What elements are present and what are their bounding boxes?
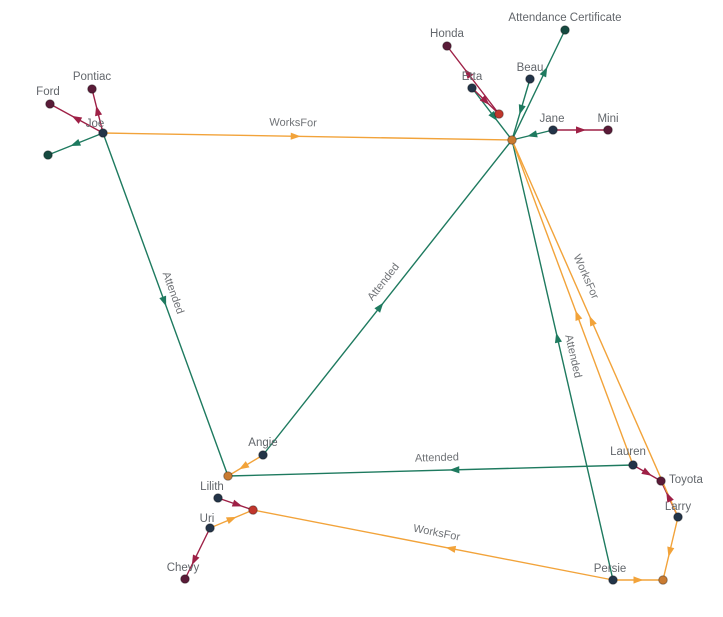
node-label-att_cert: Attendance Certificate (508, 12, 621, 24)
arrowhead-etta-car_top (479, 95, 490, 105)
arrowhead-angie-company_left (239, 461, 250, 470)
node-company_top[interactable] (507, 135, 517, 145)
arrowhead-joe-company_left (159, 295, 167, 307)
node-ford[interactable] (45, 99, 55, 109)
arrowhead-lauren-toyota (641, 467, 652, 476)
node-jane[interactable] (548, 125, 558, 135)
node-joe_cert[interactable] (43, 150, 53, 160)
edge-label-lauren-company_left: Attended (415, 451, 459, 464)
arrowhead-joe-joe_cert (70, 138, 82, 147)
arrowhead-beau-company_top (518, 104, 526, 115)
node-honda[interactable] (442, 41, 452, 51)
node-larry[interactable] (673, 512, 683, 522)
edge-company_top-att_cert (511, 29, 566, 141)
arrowhead-lauren-company_top (575, 310, 583, 321)
arrowhead-persie-car_bottom (445, 545, 457, 553)
node-label-ford: Ford (36, 86, 60, 98)
arrowhead-etta-company_top (488, 110, 498, 121)
arrowhead-larry-company_top (589, 315, 597, 327)
node-car_bottom[interactable] (248, 505, 258, 515)
node-label-chevy: Chevy (167, 562, 200, 574)
node-pontiac[interactable] (87, 84, 97, 94)
edge-label-angie-company_top: Attended (365, 261, 402, 303)
edge-label-larry-company_top: WorksFor (571, 253, 601, 302)
edge-persie-company_top (511, 139, 614, 581)
arrowhead-jane-company_top (527, 130, 538, 138)
edge-joe-company_top (102, 132, 513, 141)
node-layer (43, 25, 683, 585)
node-label-honda: Honda (430, 28, 464, 40)
arrowhead-persie-company_top (554, 332, 562, 344)
node-lilith[interactable] (213, 493, 223, 503)
node-company_left[interactable] (223, 471, 233, 481)
edge-larry-company_top (511, 139, 679, 518)
node-company_right[interactable] (658, 575, 668, 585)
edge-angie-company_top (262, 139, 513, 456)
arrowhead-uri-car_bottom (225, 516, 237, 525)
node-label-etta: Etta (462, 71, 483, 83)
arrowhead-layer (70, 66, 675, 584)
arrowhead-joe-company_top (290, 132, 301, 140)
node-label-toyota: Toyota (669, 474, 703, 486)
node-label-beau: Beau (517, 62, 544, 74)
edge-persie-car_bottom (252, 509, 614, 581)
node-att_cert[interactable] (560, 25, 570, 35)
node-beau[interactable] (525, 74, 535, 84)
node-angie[interactable] (258, 450, 268, 460)
node-joe[interactable] (98, 128, 108, 138)
arrowhead-car_top-honda (464, 68, 474, 79)
node-label-lilith: Lilith (200, 481, 224, 493)
edge-label-persie-car_bottom: WorksFor (412, 523, 461, 544)
node-label-uri: Uri (200, 513, 215, 525)
edge-layer (47, 29, 679, 581)
arrowhead-uri-chevy (191, 554, 200, 566)
node-label-jane: Jane (540, 113, 565, 125)
arrowhead-lilith-car_bottom (231, 499, 243, 507)
node-label-joe: Joe (86, 118, 105, 130)
node-label-mini: Mini (597, 113, 618, 125)
arrowhead-company_top-att_cert (539, 66, 548, 78)
node-etta[interactable] (467, 83, 477, 93)
arrowhead-jane-mini (576, 126, 586, 134)
node-car_top[interactable] (494, 109, 504, 119)
edge-car_top-honda (446, 45, 500, 115)
node-label-pontiac: Pontiac (73, 71, 112, 83)
arrowhead-persie-company_right (633, 576, 644, 584)
arrowhead-lauren-company_left (449, 466, 460, 474)
node-label-larry: Larry (665, 501, 691, 513)
node-label-angie: Angie (248, 437, 277, 449)
node-chevy[interactable] (180, 574, 190, 584)
node-label-persie: Persie (594, 563, 627, 575)
node-persie[interactable] (608, 575, 618, 585)
node-lauren[interactable] (628, 460, 638, 470)
arrowhead-joe-ford (71, 115, 83, 124)
node-mini[interactable] (603, 125, 613, 135)
arrowhead-larry-company_right (667, 546, 675, 558)
arrowhead-angie-company_top (374, 302, 384, 313)
edge-lauren-company_top (511, 139, 634, 466)
node-uri[interactable] (205, 523, 215, 533)
node-toyota[interactable] (656, 476, 666, 486)
arrowhead-larry-toyota (666, 492, 674, 503)
edge-label-joe-company_left: Attended (160, 270, 186, 315)
edge-label-joe-company_top: WorksFor (269, 117, 317, 130)
edge-uri-chevy (184, 527, 211, 580)
edge-lauren-company_left (227, 464, 634, 477)
arrowhead-joe-pontiac (95, 105, 103, 117)
node-label-lauren: Lauren (610, 446, 646, 458)
